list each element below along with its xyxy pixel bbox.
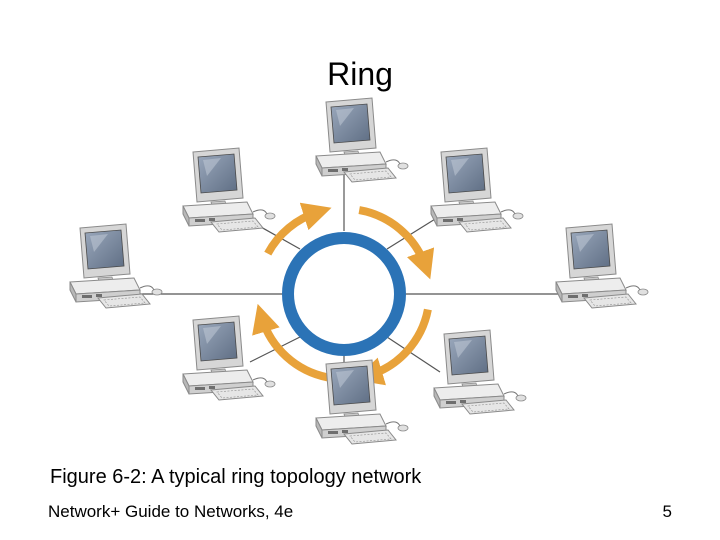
computer-left-icon <box>69 223 163 309</box>
arrow-top-right <box>358 206 435 280</box>
computer-bottom-icon <box>315 359 409 445</box>
computer-upper-left-icon <box>182 147 276 233</box>
computer-lower-left-icon <box>182 315 276 401</box>
computer-nodes <box>69 97 649 445</box>
computer-right-icon <box>555 223 649 309</box>
ring-direction-arrows <box>252 202 435 386</box>
footer-book-title: Network+ Guide to Networks, 4e <box>48 502 294 521</box>
link-lower-right <box>386 336 441 373</box>
computer-lower-right-icon <box>433 329 527 415</box>
arrow-bottom-right <box>354 308 432 386</box>
computer-top-icon <box>315 97 409 183</box>
arrow-bottom-left <box>252 303 329 382</box>
computer-upper-right-icon <box>430 147 524 233</box>
page-number: 5 <box>662 502 672 521</box>
figure-caption: Figure 6-2: A typical ring topology netw… <box>50 466 422 488</box>
slide-title: Ring <box>327 56 393 92</box>
arrow-top-left <box>264 202 332 256</box>
link-upper-right <box>386 215 441 250</box>
ring-cable <box>282 232 406 356</box>
